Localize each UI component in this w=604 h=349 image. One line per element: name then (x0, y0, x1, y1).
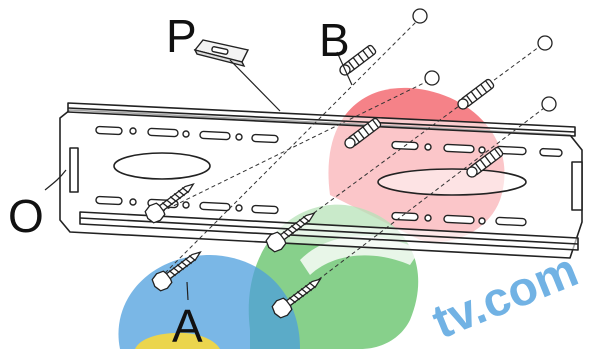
hole (129, 198, 137, 206)
hole (235, 204, 243, 212)
alignment-line-3 (284, 104, 549, 306)
wall-anchors (339, 44, 504, 178)
wall-anchor (344, 117, 382, 149)
slot (199, 130, 231, 141)
lag-bolt (151, 250, 202, 292)
wall-plate-left-notch (69, 147, 79, 193)
slot (147, 127, 179, 138)
slot (95, 195, 123, 206)
bubble-level-vial (211, 46, 229, 55)
wall-anchor (457, 78, 495, 110)
flange-edge-line (79, 217, 579, 245)
wall-anchor (466, 146, 504, 178)
bubble-level (193, 39, 250, 68)
end-circle (537, 35, 553, 51)
hole (478, 146, 486, 154)
slot (251, 133, 279, 144)
slot (251, 204, 279, 215)
leader-line-o (44, 169, 67, 191)
flange-edge-line (67, 107, 576, 133)
slot (199, 201, 231, 212)
hole (235, 133, 243, 141)
lag-bolt (271, 277, 322, 319)
hole (424, 214, 432, 222)
slot (539, 147, 563, 158)
slot (443, 214, 475, 225)
alignment-line-2 (279, 43, 544, 239)
alignment-end-circles (412, 8, 557, 112)
callout-label-b: B (319, 14, 350, 66)
slot (443, 143, 475, 154)
end-circle (412, 8, 428, 24)
leader-lines (44, 51, 353, 301)
alignment-line-4 (154, 79, 431, 216)
leader-line-a (186, 281, 189, 301)
alignment-line-1 (159, 17, 421, 279)
hole (478, 217, 486, 225)
end-circle (541, 96, 557, 112)
slot (95, 125, 123, 136)
callout-label-o: O (8, 190, 44, 242)
callout-label-a: A (172, 300, 203, 349)
alignment-lines (154, 17, 549, 306)
slot (495, 216, 527, 227)
wall-plate (59, 102, 583, 259)
watermark-text: tv.com (425, 244, 585, 349)
hole (129, 127, 137, 135)
callout-label-p: P (166, 10, 197, 62)
wall-plate-oval-right (377, 168, 527, 196)
lag-bolt (144, 182, 195, 224)
leader-line-b (336, 51, 353, 86)
lag-bolt (265, 211, 316, 253)
end-circle (424, 70, 440, 86)
leader-line-p (229, 59, 281, 112)
wall-plate-oval-left (113, 152, 211, 180)
lag-bolts (144, 182, 322, 319)
wall-plate-right-notch (571, 161, 583, 211)
hole (182, 201, 190, 209)
watermark-yellow-shape (135, 332, 220, 349)
hole (424, 143, 432, 151)
hole (182, 130, 190, 138)
